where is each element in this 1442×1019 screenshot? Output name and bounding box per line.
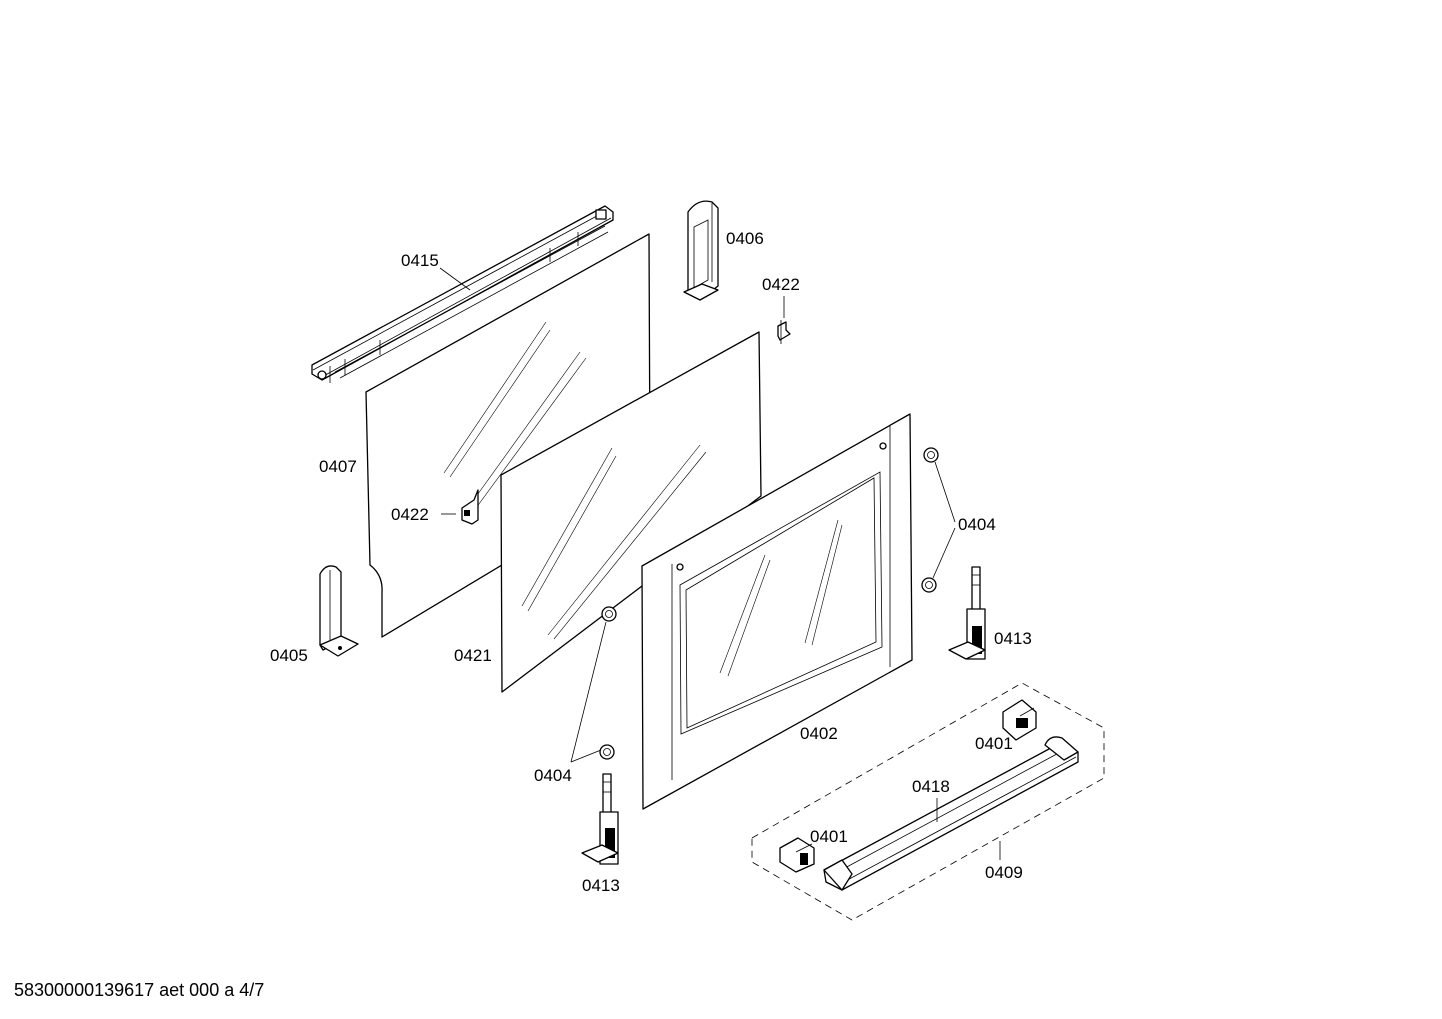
document-reference-footer: 58300000139617 aet 000 a 4/7 (14, 980, 265, 1000)
callout-0413-right: 0413 (994, 629, 1032, 648)
bushing-parts (599, 447, 939, 760)
side-bracket-upper-part (683, 200, 719, 301)
callout-0409: 0409 (985, 863, 1023, 882)
callout-0405: 0405 (270, 646, 308, 665)
side-bracket-lower-part (319, 565, 359, 657)
callout-0407: 0407 (319, 457, 357, 476)
callout-0404-right: 0404 (958, 515, 996, 534)
top-trim-strip-part (311, 205, 614, 383)
clip-lower-part (461, 489, 479, 525)
callout-0421: 0421 (454, 646, 492, 665)
handle-bar-part (823, 736, 1079, 891)
callout-0401-lower: 0401 (810, 827, 848, 846)
callout-labels: 0415 0406 0422 0407 0422 0404 0405 0421 … (270, 229, 1032, 895)
middle-glass-panel-part (500, 331, 762, 693)
handle-end-cap-lower-part (779, 837, 815, 873)
outer-door-frame-part (641, 413, 913, 810)
callout-0404-left: 0404 (534, 766, 572, 785)
leader-lines (439, 267, 1001, 860)
handle-end-cap-upper-part (1002, 699, 1037, 741)
callout-0402: 0402 (800, 724, 838, 743)
callout-0422-upper: 0422 (762, 275, 800, 294)
hinge-left-part (581, 773, 619, 865)
callout-0413-left: 0413 (582, 876, 620, 895)
clip-upper-part (777, 320, 791, 344)
callout-0422-lower: 0422 (391, 505, 429, 524)
callout-0415: 0415 (401, 251, 439, 270)
callout-0406: 0406 (726, 229, 764, 248)
callout-0418: 0418 (912, 777, 950, 796)
hinge-right-part (948, 566, 986, 660)
callout-0401-upper: 0401 (975, 734, 1013, 753)
